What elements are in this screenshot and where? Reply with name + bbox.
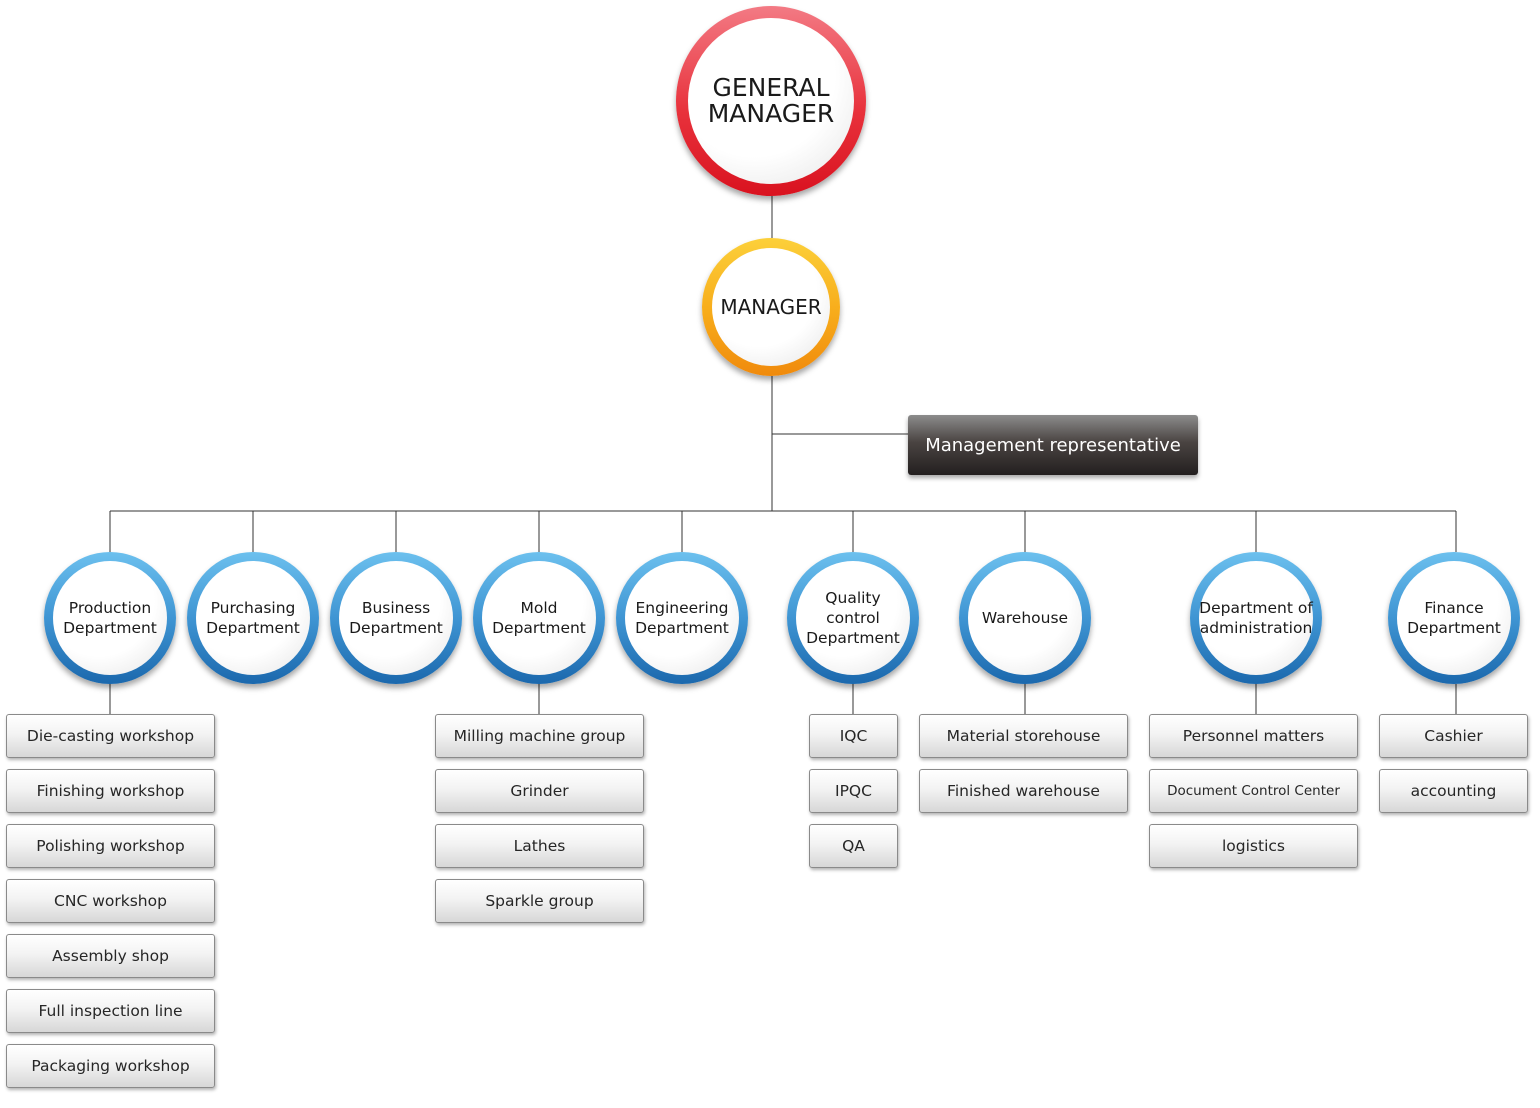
dept-quality-control: Quality control Department (787, 552, 919, 684)
dept-finance: Finance Department (1388, 552, 1520, 684)
management-representative-box: Management representative (908, 415, 1198, 475)
unit-full-inspection-line: Full inspection line (6, 989, 215, 1033)
dept-business-label: Business Department (339, 561, 453, 675)
unit-polishing-workshop: Polishing workshop (6, 824, 215, 868)
unit-personnel-matters: Personnel matters (1149, 714, 1358, 758)
unit-assembly-shop: Assembly shop (6, 934, 215, 978)
unit-grinder: Grinder (435, 769, 644, 813)
dept-administration-label: Department of administration (1199, 561, 1313, 675)
dept-production-label: Production Department (53, 561, 167, 675)
manager-node: MANAGER (702, 238, 840, 376)
dept-warehouse: Warehouse (959, 552, 1091, 684)
unit-finishing-workshop: Finishing workshop (6, 769, 215, 813)
unit-qa: QA (809, 824, 898, 868)
dept-purchasing-label: Purchasing Department (196, 561, 310, 675)
dept-mold: Mold Department (473, 552, 605, 684)
dept-purchasing: Purchasing Department (187, 552, 319, 684)
unit-die-casting-workshop: Die-casting workshop (6, 714, 215, 758)
dept-production: Production Department (44, 552, 176, 684)
unit-logistics: logistics (1149, 824, 1358, 868)
unit-document-control-center: Document Control Center (1149, 769, 1358, 813)
unit-material-storehouse: Material storehouse (919, 714, 1128, 758)
unit-ipqc: IPQC (809, 769, 898, 813)
general-manager-label: GENERAL MANAGER (688, 18, 854, 184)
unit-packaging-workshop: Packaging workshop (6, 1044, 215, 1088)
dept-finance-label: Finance Department (1397, 561, 1511, 675)
dept-business: Business Department (330, 552, 462, 684)
unit-iqc: IQC (809, 714, 898, 758)
dept-engineering-label: Engineering Department (625, 561, 739, 675)
unit-lathes: Lathes (435, 824, 644, 868)
general-manager-node: GENERAL MANAGER (676, 6, 866, 196)
dept-warehouse-label: Warehouse (968, 561, 1082, 675)
manager-label: MANAGER (712, 248, 830, 366)
unit-cnc-workshop: CNC workshop (6, 879, 215, 923)
dept-mold-label: Mold Department (482, 561, 596, 675)
dept-engineering: Engineering Department (616, 552, 748, 684)
unit-sparkle-group: Sparkle group (435, 879, 644, 923)
unit-finished-warehouse: Finished warehouse (919, 769, 1128, 813)
unit-accounting: accounting (1379, 769, 1528, 813)
unit-cashier: Cashier (1379, 714, 1528, 758)
unit-milling-machine-group: Milling machine group (435, 714, 644, 758)
dept-administration: Department of administration (1190, 552, 1322, 684)
dept-quality-control-label: Quality control Department (796, 561, 910, 675)
